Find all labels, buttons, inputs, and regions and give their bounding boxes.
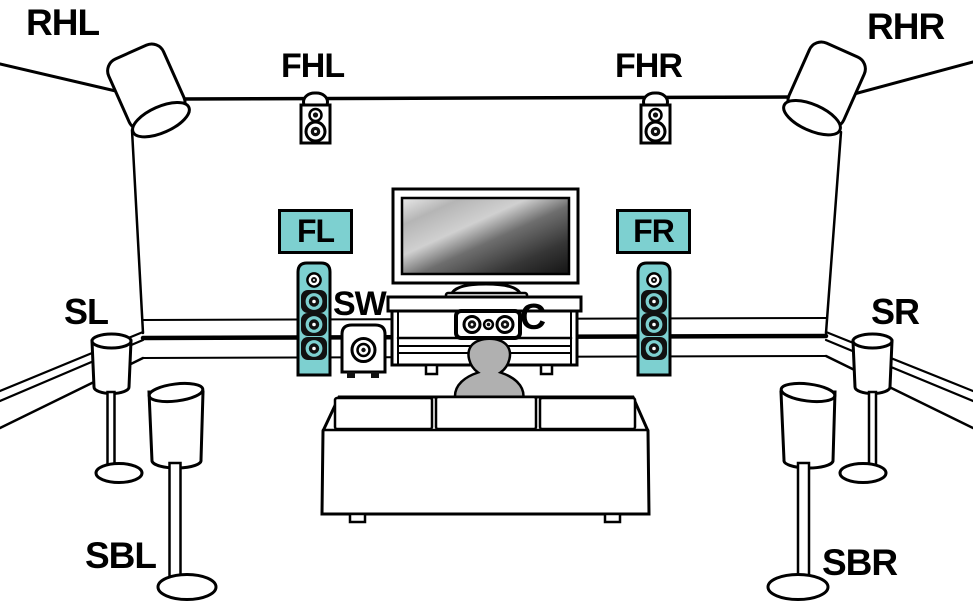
label-c: C bbox=[520, 296, 546, 337]
rhr-ceiling-speaker-icon bbox=[782, 40, 867, 137]
sbl-surround-back-speaker-icon bbox=[147, 381, 218, 601]
center-speaker-icon bbox=[454, 309, 522, 340]
label-fl-highlight: FL bbox=[278, 209, 353, 254]
fhr-height-speaker-icon bbox=[639, 91, 672, 145]
tv-icon bbox=[391, 187, 580, 303]
sr-surround-speaker-icon bbox=[838, 332, 894, 484]
label-sbr: SBR bbox=[822, 542, 898, 583]
sofa-icon bbox=[320, 395, 651, 524]
rhl-ceiling-speaker-icon bbox=[106, 42, 191, 139]
label-fr-text: FR bbox=[633, 213, 675, 249]
fl-tower-speaker-icon bbox=[296, 261, 332, 377]
label-rhl: RHL bbox=[26, 2, 100, 43]
label-fr-highlight: FR bbox=[616, 209, 691, 254]
fhl-height-speaker-icon bbox=[299, 91, 332, 145]
label-fhr: FHR bbox=[615, 47, 683, 85]
label-rhr: RHR bbox=[867, 6, 945, 47]
label-sw: SW bbox=[333, 285, 387, 323]
label-fhl: FHL bbox=[281, 47, 345, 85]
label-sr: SR bbox=[871, 291, 920, 332]
fr-tower-speaker-icon bbox=[636, 261, 672, 377]
sl-surround-speaker-icon bbox=[90, 332, 144, 484]
sbr-surround-back-speaker-icon bbox=[766, 381, 837, 601]
label-fl-text: FL bbox=[296, 213, 335, 249]
listener-icon bbox=[453, 337, 525, 402]
subwoofer-icon bbox=[340, 323, 387, 378]
label-sbl: SBL bbox=[85, 535, 157, 576]
label-sl: SL bbox=[64, 291, 109, 332]
